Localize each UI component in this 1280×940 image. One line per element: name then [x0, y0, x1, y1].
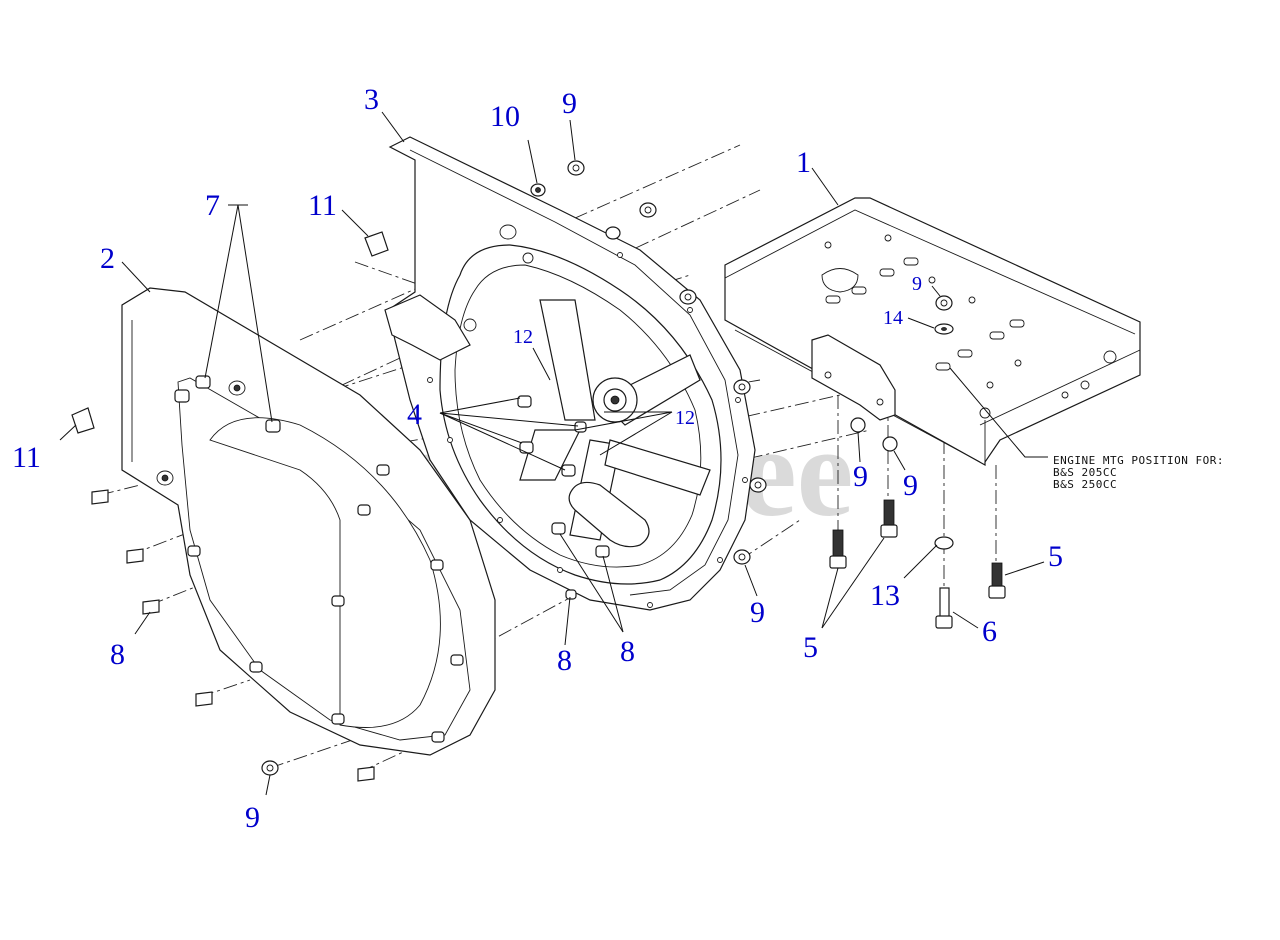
- engine-mounting-box: [724, 197, 1141, 467]
- note-line-3: B&S 250CC: [1053, 478, 1117, 491]
- callout-8-center: 8: [557, 644, 572, 677]
- callout-14: 14: [883, 307, 903, 329]
- callout-12-upper: 12: [513, 326, 533, 348]
- callout-9-box-right: 9: [903, 469, 918, 502]
- callout-7: 7: [205, 189, 220, 222]
- callout-5-right: 5: [1048, 540, 1063, 573]
- callout-11-top: 11: [308, 189, 337, 222]
- housing-rear-ring: [384, 136, 756, 611]
- callout-13: 13: [870, 579, 900, 612]
- hardware: [71, 160, 1006, 782]
- callout-5-left: 5: [803, 631, 818, 664]
- note-line-1: ENGINE MTG POSITION FOR:: [1053, 454, 1224, 467]
- callout-9-bottom: 9: [245, 801, 260, 834]
- housing-front-plate: [121, 287, 496, 756]
- callout-1: 1: [796, 146, 811, 179]
- callout-11-left: 11: [12, 441, 41, 474]
- callout-8-left: 8: [110, 638, 125, 671]
- callout-2: 2: [100, 242, 115, 275]
- callout-9-box-left: 9: [853, 460, 868, 493]
- engine-mount-note: ENGINE MTG POSITION FOR: B&S 205CC B&S 2…: [1053, 454, 1224, 491]
- callout-3: 3: [364, 83, 379, 116]
- callout-9-ring: 9: [750, 596, 765, 629]
- note-line-2: B&S 205CC: [1053, 466, 1117, 479]
- callout-10: 10: [490, 100, 520, 133]
- callout-9-box-top: 9: [912, 273, 922, 295]
- leader-lines: [59, 111, 1048, 796]
- callout-6: 6: [982, 615, 997, 648]
- callout-8-right: 8: [620, 635, 635, 668]
- callouts: 1 2 3 4 5 5 6 7 8 8 8 9 9 9 9 9 9 10 11 …: [12, 83, 1063, 834]
- callout-9-top: 9: [562, 87, 577, 120]
- callout-12-hub: 12: [675, 407, 695, 429]
- callout-4: 4: [407, 398, 422, 431]
